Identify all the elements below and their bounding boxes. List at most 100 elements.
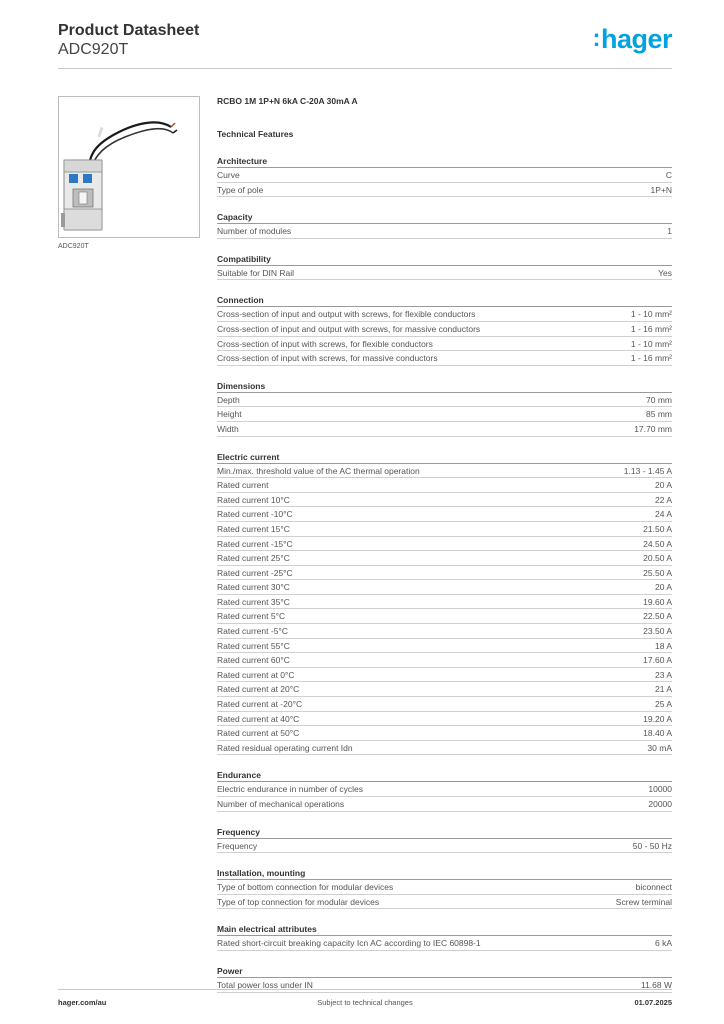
spec-row: Width 17.70 mm — [217, 422, 672, 437]
section-title: Main electrical attributes — [217, 923, 672, 937]
spec-value: 22.50 A — [643, 611, 672, 622]
spec-label: Suitable for DIN Rail — [217, 267, 295, 278]
spec-value: 24 A — [654, 509, 672, 520]
spec-label: Rated current 60°C — [217, 655, 290, 666]
spec-row: Rated short-circuit breaking capacity Ic… — [217, 936, 672, 951]
hager-logo: :hager — [592, 24, 673, 54]
spec-label: Total power loss under IN — [217, 979, 313, 990]
spec-label: Number of mechanical operations — [217, 799, 345, 809]
logo-text: hager — [600, 24, 673, 54]
spec-row: Depth 70 mm — [217, 393, 672, 408]
spec-label: Rated current 30°C — [217, 582, 290, 593]
spec-label: Electric endurance in number of cycles — [217, 784, 363, 795]
footer-divider — [58, 989, 672, 990]
image-caption: ADC920T — [58, 243, 89, 250]
spec-value: 6 kA — [654, 938, 672, 949]
spec-label: Min./max. threshold value of the AC ther… — [217, 465, 420, 476]
spec-label: Width — [217, 423, 239, 434]
spec-value: 24.50 A — [643, 538, 672, 549]
spec-label: Rated current 15°C — [217, 523, 290, 534]
section-title: Electric current — [217, 451, 672, 464]
section-title: Frequency — [217, 826, 672, 839]
spec-value: 1P+N — [650, 184, 673, 195]
spec-label: Cross-section of input with screws, for … — [217, 338, 433, 349]
spec-row: Type of top connection for modular devic… — [217, 895, 672, 910]
spec-label: Rated current -10°C — [217, 509, 293, 520]
section-title: Dimensions — [217, 380, 672, 393]
section-title: Connection — [217, 294, 672, 308]
spec-label: Cross-section of input and output with s… — [217, 323, 481, 334]
spec-value: 25.50 A — [643, 567, 672, 578]
spec-value: 70 mm — [646, 394, 672, 405]
section-title: Endurance — [217, 769, 672, 783]
spec-row: Total power loss under IN 11.68 W — [217, 978, 672, 993]
spec-value: Screw terminal — [615, 896, 672, 907]
rcbo-device-icon — [61, 121, 178, 231]
spec-value: 17.60 A — [643, 655, 672, 666]
spec-row: Cross-section of input and output with s… — [217, 307, 672, 322]
spec-value: Yes — [658, 267, 672, 278]
spec-label: Number of modules — [217, 226, 292, 237]
spec-row: Type of bottom connection for modular de… — [217, 880, 672, 895]
footer-website: hager.com/au — [58, 998, 107, 1007]
spec-value: 30 mA — [647, 742, 672, 753]
footer-date: 01.07.2025 — [634, 998, 672, 1007]
spec-label: Rated current 5°C — [217, 611, 286, 622]
spec-label: Curve — [217, 170, 240, 180]
datasheet-content: RCBO 1M 1P+N 6kA C-20A 30mA A Technical … — [217, 96, 672, 993]
section-title: Power — [217, 965, 672, 978]
spec-row: Min./max. threshold value of the AC ther… — [217, 464, 672, 479]
spec-value: 21 A — [654, 684, 672, 695]
spec-label: Rated current -15°C — [217, 538, 293, 549]
product-image — [58, 96, 200, 238]
spec-label: Depth — [217, 394, 240, 405]
spec-value: 20 A — [654, 480, 672, 491]
spec-label: Rated current -5°C — [217, 626, 288, 637]
spec-row: Rated current 5°C 22.50 A — [217, 609, 672, 625]
spec-value: 18.40 A — [643, 728, 672, 739]
spec-label: Rated current 35°C — [217, 596, 290, 607]
spec-value: 1 - 10 mm² — [630, 338, 672, 349]
spec-label: Type of top connection for modular devic… — [217, 896, 380, 907]
spec-value: 17.70 mm — [634, 423, 672, 434]
technical-features-title: Technical Features — [217, 129, 294, 139]
spec-value: 11.68 W — [640, 979, 672, 990]
spec-label: Height — [217, 409, 242, 420]
spec-value: 19.20 A — [643, 713, 672, 724]
spec-value: 22 A — [654, 494, 672, 505]
spec-value: 19.60 A — [643, 596, 672, 607]
spec-label: Rated current — [217, 480, 269, 491]
spec-row: Cross-section of input with screws, for … — [217, 337, 672, 352]
spec-value: C — [665, 170, 672, 180]
spec-label: Rated current at 50°C — [217, 728, 300, 739]
section-title: Architecture — [217, 155, 672, 168]
spec-value: 20 A — [654, 582, 672, 593]
spec-value: 1 - 16 mm² — [630, 323, 672, 334]
spec-row: Curve C — [217, 168, 672, 183]
spec-row: Rated current 35°C 19.60 A — [217, 595, 672, 610]
section-title: Installation, mounting — [217, 867, 672, 881]
section-title: Compatibility — [217, 253, 672, 266]
spec-value: 1 - 10 mm² — [630, 309, 672, 320]
spec-label: Rated current at 0°C — [217, 669, 295, 680]
